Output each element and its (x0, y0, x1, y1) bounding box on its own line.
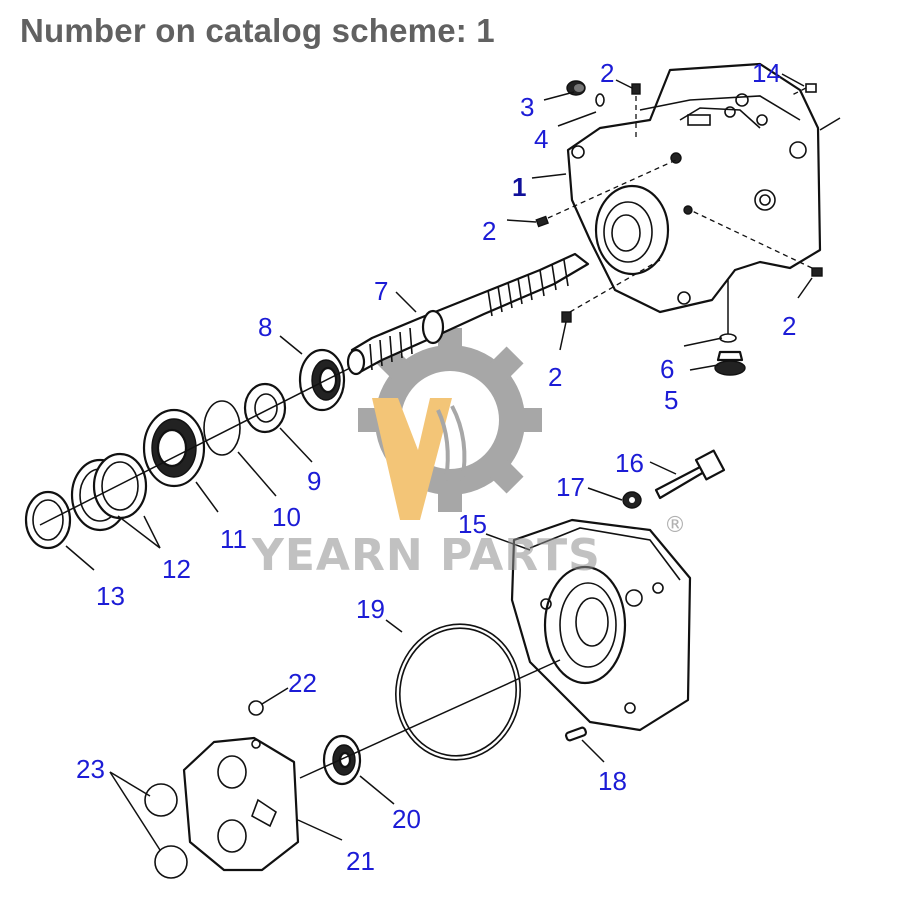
callout-labels: 1 2 2 2 2 3 4 5 6 7 8 9 10 11 12 13 14 1… (76, 58, 796, 876)
callout-9: 9 (307, 466, 321, 496)
part-plug-3 (566, 80, 586, 96)
callout-20: 20 (392, 804, 421, 834)
part-pin-14 (789, 83, 817, 97)
part-seal-11 (142, 408, 206, 488)
callout-17: 17 (556, 472, 585, 502)
callout-12: 12 (162, 554, 191, 584)
part-seal-20 (322, 734, 362, 786)
watermark-y-shape (372, 398, 452, 520)
callout-11: 11 (220, 524, 247, 554)
leader-lines (65, 73, 813, 851)
callout-5: 5 (664, 385, 678, 415)
part-cover-21 (182, 736, 300, 872)
callout-7: 7 (374, 276, 388, 306)
part-ring-12 (70, 452, 148, 532)
callout-15: 15 (458, 509, 487, 539)
part-bolt-16 (654, 449, 726, 500)
callout-4: 4 (534, 124, 548, 154)
cover-centerline (299, 659, 561, 779)
part-housing-15 (510, 518, 692, 732)
callout-23: 23 (76, 754, 105, 784)
watermark-registered-mark: ® (664, 513, 686, 538)
shaft-centerline (39, 367, 351, 526)
part-oring-19 (395, 623, 521, 761)
callout-22: 22 (288, 668, 317, 698)
part-shaft-7 (346, 252, 590, 376)
callout-21: 21 (346, 846, 375, 876)
callout-13: 13 (96, 581, 125, 611)
page-title: Number on catalog scheme: 1 (20, 12, 495, 49)
callout-2-top: 2 (600, 58, 614, 88)
part-pump-housing (566, 62, 841, 314)
callout-2-right: 2 (782, 311, 796, 341)
part-oring-10 (203, 400, 241, 456)
part-snapring-13 (24, 490, 72, 550)
part-spacer-9 (243, 382, 287, 434)
part-bolts (535, 83, 823, 323)
callout-18: 18 (598, 766, 627, 796)
callout-19: 19 (356, 594, 385, 624)
callout-2-bottom: 2 (548, 362, 562, 392)
part-oring-23 (144, 783, 188, 879)
callout-3: 3 (520, 92, 534, 122)
part-oring-4 (595, 93, 605, 107)
callout-10: 10 (272, 502, 301, 532)
part-oring-22 (248, 700, 264, 716)
callout-8: 8 (258, 312, 272, 342)
callout-16: 16 (615, 448, 644, 478)
callout-2-left: 2 (482, 216, 496, 246)
callout-6: 6 (660, 354, 674, 384)
part-washer-17 (622, 491, 642, 509)
part-oring-6 (719, 280, 737, 343)
callout-1: 1 (512, 172, 526, 202)
watermark-text: YEARN PARTS ® (251, 513, 686, 581)
part-plug-5 (714, 350, 746, 376)
part-pin-18 (564, 726, 588, 742)
callout-14: 14 (752, 58, 781, 88)
watermark-brand: YEARN PARTS (251, 530, 601, 581)
part-bearing-8 (298, 348, 346, 412)
